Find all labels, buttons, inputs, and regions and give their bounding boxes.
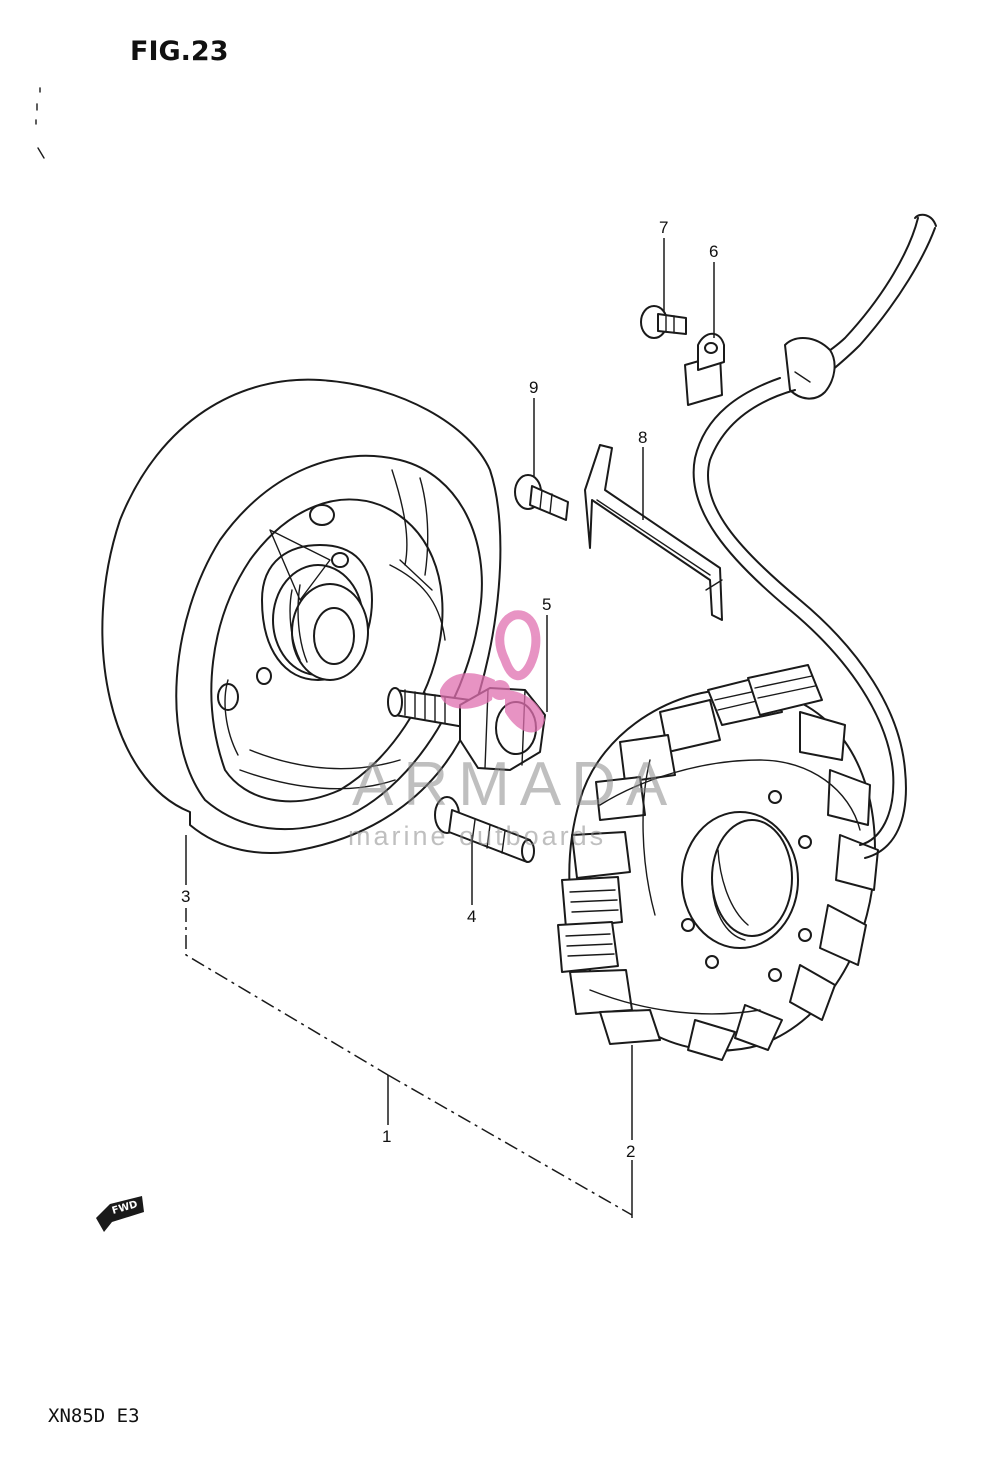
callout-3: 3 — [181, 887, 190, 906]
scan-specks — [35, 87, 45, 159]
clamp-6 — [684, 332, 725, 406]
model-code: XN85D E3 — [48, 1405, 140, 1427]
watermark-brand: ARMADA — [352, 750, 677, 819]
plate-8 — [584, 444, 723, 621]
stator-assembly — [557, 664, 879, 1061]
callout-4: 4 — [467, 907, 476, 926]
figure-title: FIG.23 — [130, 36, 228, 67]
screw-9 — [514, 474, 569, 521]
callout-6: 6 — [709, 242, 718, 261]
bolt-4 — [434, 796, 535, 863]
callout-9: 9 — [529, 378, 538, 397]
callout-8: 8 — [638, 428, 647, 447]
callout-2: 2 — [626, 1142, 635, 1161]
callout-7: 7 — [659, 218, 668, 237]
flywheel-rotor — [101, 378, 502, 854]
assembly-bracket — [185, 908, 633, 1218]
watermark-tagline: marine outboards — [348, 821, 606, 851]
screw-7 — [640, 305, 687, 339]
leader-lines — [185, 238, 715, 1140]
wiring-harness — [692, 213, 937, 859]
armada-watermark: ARMADA marine outboards — [348, 610, 677, 851]
callout-1: 1 — [382, 1127, 391, 1146]
propeller-logo-icon — [439, 610, 545, 733]
forward-direction-badge: FWD — [96, 1196, 144, 1232]
callout-5: 5 — [542, 595, 551, 614]
